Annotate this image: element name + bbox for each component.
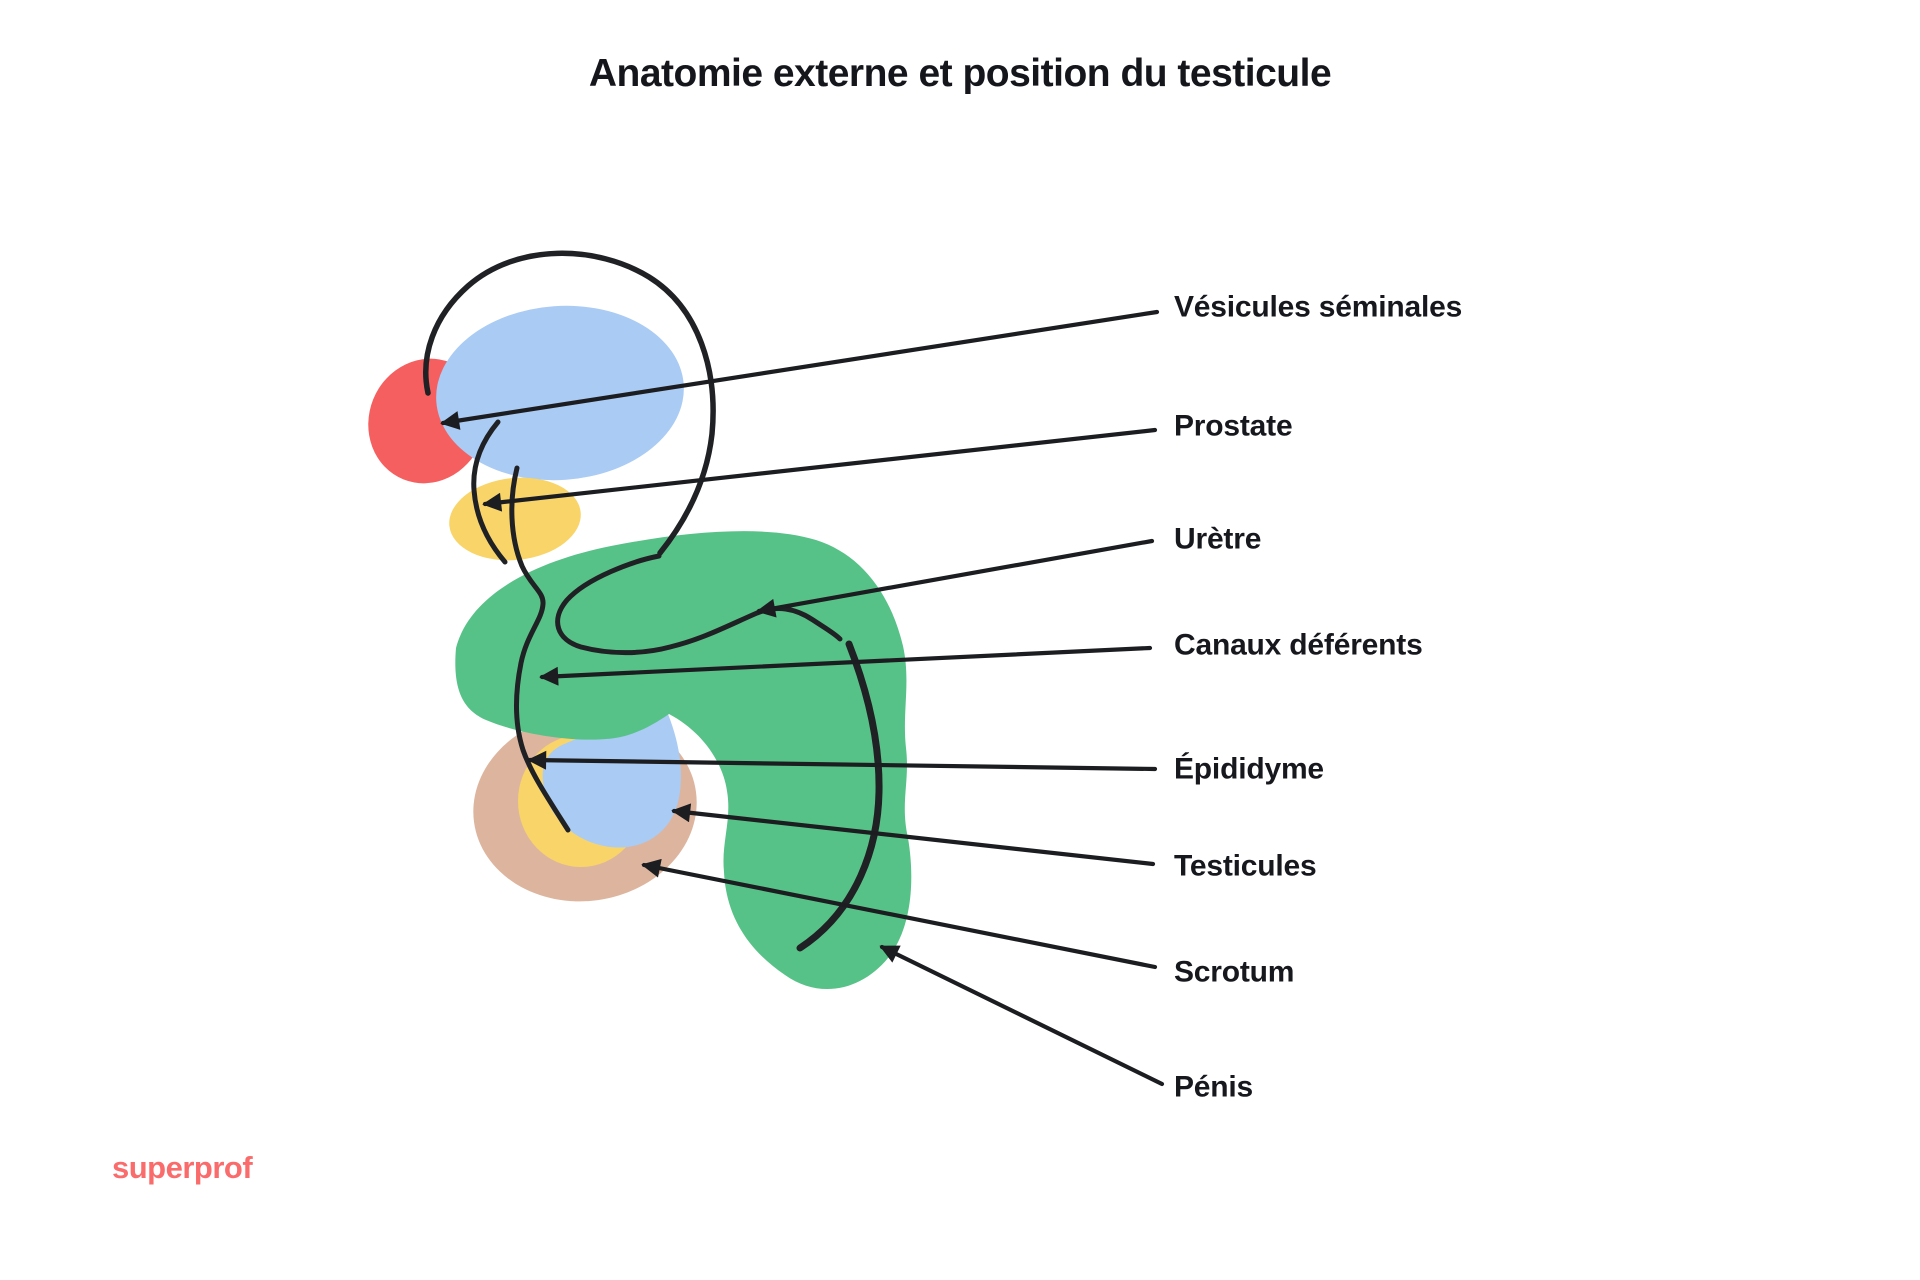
bladder-shape <box>436 305 684 481</box>
label-testicules: Testicules <box>1174 849 1317 883</box>
label-penis: Pénis <box>1174 1070 1254 1104</box>
urethra-line <box>555 553 843 656</box>
label-uretre: Urètre <box>1174 522 1262 556</box>
leader-line-vesicules-seminales <box>440 309 1160 430</box>
penis-shape <box>455 531 912 990</box>
leader-line-epididyme <box>527 750 1158 772</box>
label-vesicules-seminales: Vésicules séminales <box>1174 290 1463 324</box>
testicle-shape <box>542 714 681 848</box>
bladder-neck-line <box>471 419 508 565</box>
label-scrotum: Scrotum <box>1174 955 1295 989</box>
label-canaux-deferents: Canaux déférents <box>1174 628 1423 662</box>
page-title: Anatomie externe et position du testicul… <box>588 52 1332 95</box>
vas-deferens-line <box>509 465 571 833</box>
leader-line-testicules <box>671 803 1156 867</box>
penile-urethra-line <box>796 640 883 952</box>
bladder-outline <box>423 250 716 556</box>
leader-line-canaux-deferents <box>539 645 1153 686</box>
label-prostate: Prostate <box>1174 409 1293 443</box>
leader-line-uretre <box>756 538 1155 618</box>
label-epididyme: Épididyme <box>1174 752 1324 786</box>
leader-line-prostate <box>482 427 1158 512</box>
leader-line-scrotum <box>641 858 1158 970</box>
leader-line-penis <box>879 944 1165 1087</box>
superprof-logo: superprof <box>112 1150 253 1185</box>
